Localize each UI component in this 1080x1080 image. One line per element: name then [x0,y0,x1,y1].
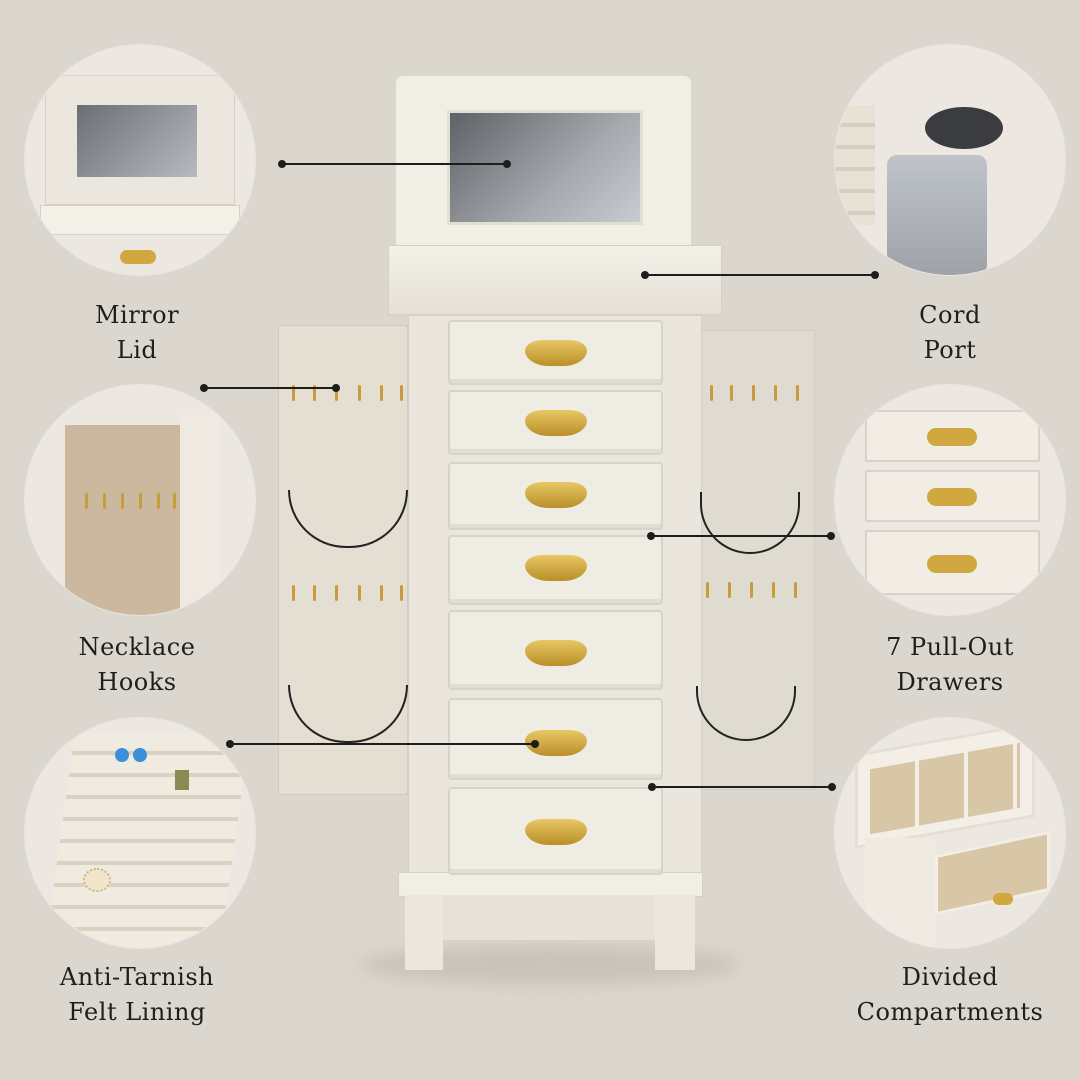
label-line: Hooks [97,668,177,696]
label-line: Felt Lining [68,998,206,1026]
drawer-4[interactable] [448,535,663,605]
drawer-pull [524,340,587,366]
label-line: Port [923,336,977,364]
crown-molding [388,245,722,315]
drawer-pull [524,640,587,666]
label-line: Mirror [94,301,180,329]
callout-dot [332,384,340,392]
drawer-7[interactable] [448,787,663,875]
callout-dot [647,532,655,540]
base-skirt [443,895,655,940]
drawer-3[interactable] [448,462,663,530]
callout-line-compartments [652,786,832,788]
callout-dot [531,740,539,748]
callout-line-cord-port [645,274,875,276]
drawer-pull [524,410,587,436]
drawer-pull [524,555,587,581]
label-line: Drawers [896,668,1004,696]
drawer-1[interactable] [448,320,663,385]
mirror-lid-photo [25,45,255,275]
label-line: Necklace [78,633,196,661]
cabinet-base [398,872,703,897]
callout-dot [648,783,656,791]
callout-dot [871,271,879,279]
callout-line-drawers [651,535,831,537]
label-line: Lid [116,336,158,364]
callout-dot [503,160,511,168]
drawer-6[interactable] [448,698,663,780]
drawer-2[interactable] [448,390,663,455]
label-line: Anti-Tarnish [59,963,215,991]
drawer-pull [524,819,587,845]
mirror [447,110,643,225]
label-line: 7 Pull-Out [886,633,1014,661]
compartments-photo [835,718,1065,948]
label-line: Cord [919,301,981,329]
label-line: Divided [901,963,999,991]
callout-line-hooks [204,387,336,389]
callout-dot [200,384,208,392]
callout-dot [278,160,286,168]
callout-line-felt [230,743,535,745]
cord-port-photo [835,45,1065,275]
left-leg [405,895,443,970]
drawers-photo [835,385,1065,615]
necklace-hooks-photo [25,385,255,615]
callout-dot [641,271,649,279]
drawer-pull [524,482,587,508]
callout-dot [828,783,836,791]
label-line: Compartments [856,998,1044,1026]
drawer-5[interactable] [448,610,663,690]
felt-lining-photo [25,718,255,948]
right-leg [655,895,695,970]
callout-dot [827,532,835,540]
callout-line-mirror [282,163,508,165]
